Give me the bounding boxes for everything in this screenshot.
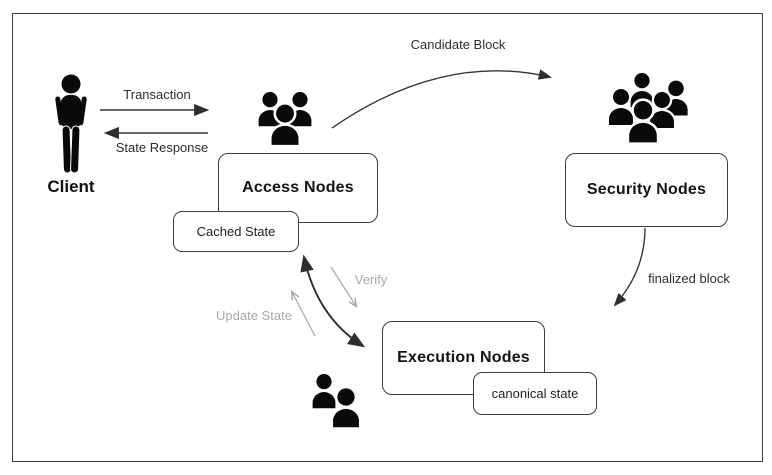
security-nodes-people-icon: [609, 73, 688, 142]
candidate-block-arrow: [331, 69, 552, 129]
execution-nodes-label: Execution Nodes: [397, 349, 530, 366]
access-nodes-people-icon: [258, 92, 312, 145]
canonical-state-label: canonical state: [491, 386, 579, 401]
transaction-edge-label: Transaction: [123, 87, 191, 102]
finalized-block-edge-label: finalized block: [648, 271, 730, 286]
access-nodes-label: Access Nodes: [242, 179, 354, 196]
cached-state-box: Cached State: [173, 211, 299, 252]
verify-edge-label: Verify: [354, 272, 388, 287]
cached-execution-double-arrow: [300, 254, 366, 348]
update-state-arrow: [290, 289, 316, 337]
finalized-block-arrow: [613, 227, 646, 307]
client-person-icon: [54, 74, 88, 174]
execution-nodes-box: Execution Nodes: [382, 321, 545, 395]
canonical-state-box: canonical state: [473, 372, 597, 415]
execution-nodes-people-icon: [312, 374, 359, 427]
cached-state-label: Cached State: [196, 224, 276, 239]
state-response-edge-label: State Response: [115, 140, 209, 155]
security-nodes-box: Security Nodes: [565, 153, 728, 227]
candidate-block-edge-label: Candidate Block: [410, 37, 506, 52]
verify-arrow: [330, 266, 358, 309]
update-state-edge-label: Update State: [216, 308, 292, 323]
security-nodes-label: Security Nodes: [586, 181, 707, 198]
client-label: Client: [47, 177, 95, 196]
